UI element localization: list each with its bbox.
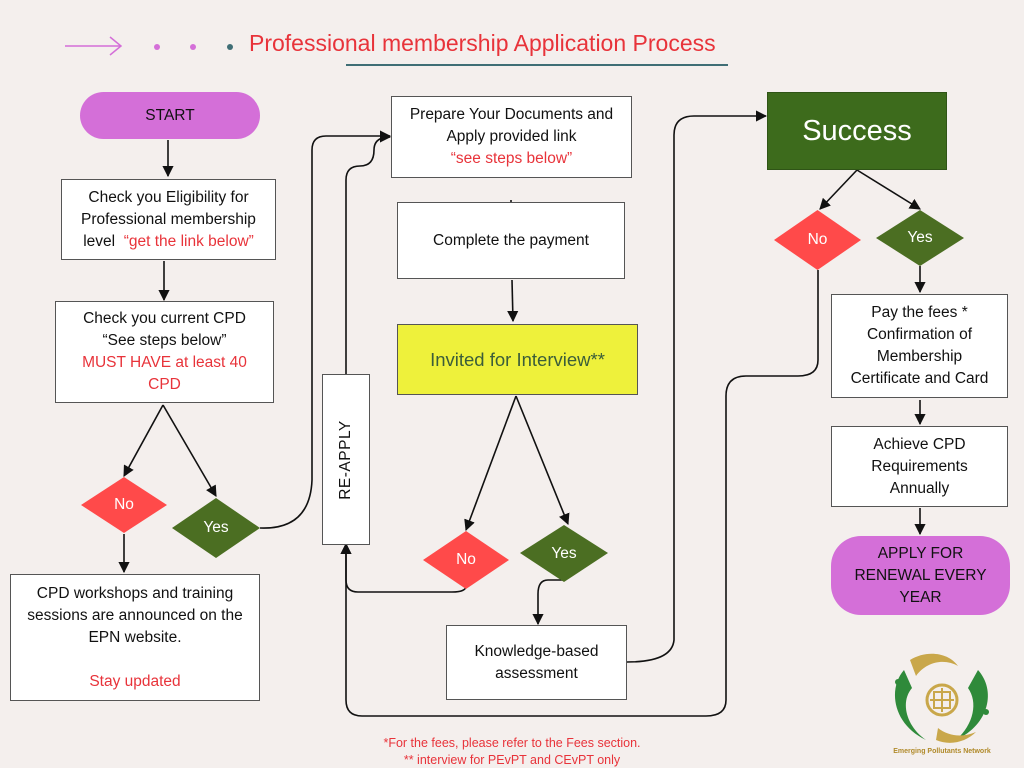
renewal-line: RENEWAL EVERY <box>854 566 987 584</box>
epn-logo: Emerging Pollutants Network <box>886 648 998 764</box>
achieve-line: Requirements <box>871 457 968 475</box>
workshops-line: EPN website. <box>88 628 182 646</box>
decision-label: No <box>114 496 134 513</box>
interview-yes-decision: Yes <box>520 525 608 582</box>
dot-icon <box>154 44 160 50</box>
cpd-requirement-line: MUST HAVE at least 40 <box>82 354 247 371</box>
cpd-check-box: Check you current CPD “See steps below” … <box>55 301 274 403</box>
reapply-box: RE-APPLY <box>322 374 370 545</box>
decision-label: Yes <box>907 229 933 246</box>
interview-label: Invited for Interview** <box>430 348 605 370</box>
stay-updated-text: Stay updated <box>89 672 181 690</box>
eligibility-line: level “get the link below” <box>83 231 254 253</box>
achieve-line: Annually <box>889 479 950 497</box>
fees-line: Pay the fees * <box>871 304 968 321</box>
eligibility-line: Professional membership <box>81 210 256 228</box>
fees-confirmation-box: Pay the fees * Confirmation of Membershi… <box>831 294 1008 398</box>
success-label: Success <box>802 115 912 147</box>
cpd-yes-decision: Yes <box>172 498 260 558</box>
interview-box: Invited for Interview** <box>397 324 638 395</box>
arrow-right-icon <box>65 36 123 56</box>
page-title: Professional membership Application Proc… <box>249 30 716 56</box>
prepare-line: Prepare Your Documents and <box>409 106 614 123</box>
title-underline <box>346 64 728 66</box>
assessment-line: assessment <box>495 664 578 682</box>
payment-label: Complete the payment <box>433 231 589 249</box>
dot-icon <box>190 44 196 50</box>
eligibility-level-text: level <box>83 232 116 250</box>
decision-label: No <box>456 551 476 568</box>
cpd-line: Check you current CPD <box>83 310 246 327</box>
prepare-line: Apply provided link <box>446 128 577 145</box>
fees-line: Confirmation of <box>866 326 973 343</box>
decision-label: No <box>807 231 828 248</box>
epn-logo-mark-icon <box>894 653 989 743</box>
renewal-node: APPLY FOR RENEWAL EVERY YEAR <box>831 536 1010 615</box>
decision-label: Yes <box>203 519 229 536</box>
prepare-steps-text: “see steps below” <box>450 150 573 167</box>
renewal-line: APPLY FOR <box>877 544 964 562</box>
cpd-requirement-line: CPD <box>148 376 181 393</box>
eligibility-check-box: Check you Eligibility for Professional m… <box>61 179 276 260</box>
cpd-no-decision: No <box>81 477 167 533</box>
assessment-box: Knowledge-based assessment <box>446 625 627 700</box>
interview-no-decision: No <box>423 531 509 589</box>
fees-footnote: *For the fees, please refer to the Fees … <box>383 736 641 750</box>
reapply-label: RE-APPLY <box>337 419 354 500</box>
payment-box: Complete the payment <box>397 202 625 279</box>
renewal-line: YEAR <box>899 588 942 606</box>
workshops-line: CPD workshops and training <box>36 584 234 602</box>
decision-label: Yes <box>551 544 577 562</box>
fees-line: Membership <box>876 348 963 365</box>
interview-footnote: ** interview for PEvPT and CEvPT only <box>403 753 621 767</box>
assessment-line: Knowledge-based <box>474 642 599 660</box>
workshops-line: sessions are announced on the <box>27 606 243 624</box>
logo-text: Emerging Pollutants Network <box>893 748 991 755</box>
success-yes-decision: Yes <box>876 210 964 266</box>
start-label: START <box>145 106 195 124</box>
cpd-workshops-box: CPD workshops and training sessions are … <box>10 574 260 701</box>
eligibility-link-text: “get the link below” <box>123 232 254 250</box>
fees-line: Certificate and Card <box>850 370 989 387</box>
success-no-decision: No <box>774 210 861 270</box>
achieve-line: Achieve CPD <box>873 435 966 453</box>
eligibility-line: Check you Eligibility for <box>88 188 249 206</box>
achieve-cpd-box: Achieve CPD Requirements Annually <box>831 426 1008 507</box>
start-node: START <box>80 92 260 139</box>
success-box: Success <box>767 92 947 170</box>
prepare-documents-box: Prepare Your Documents and Apply provide… <box>391 96 632 178</box>
dot-icon <box>227 44 233 50</box>
header-decoration <box>65 36 233 56</box>
cpd-line: “See steps below” <box>102 332 227 349</box>
